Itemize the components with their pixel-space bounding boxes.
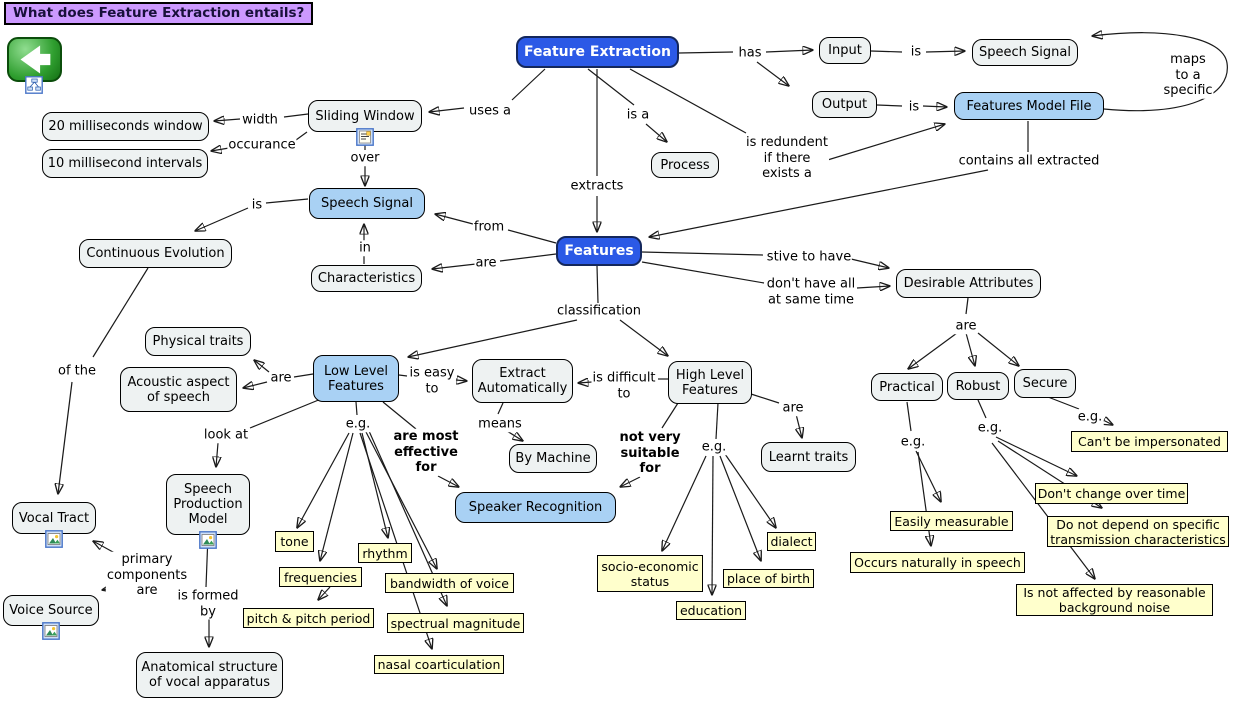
node-practical[interactable]: Practical (871, 373, 943, 401)
map-title: What does Feature Extraction entails? (4, 2, 314, 25)
link-label-from: from (472, 219, 506, 235)
node-pitch-pitch-period[interactable]: pitch & pitch period (243, 608, 374, 628)
node-continuous-evolution[interactable]: Continuous Evolution (79, 239, 232, 268)
link-label-extracts: extracts (569, 178, 625, 194)
node-characteristics[interactable]: Characteristics (311, 265, 422, 292)
node-speech-production-model[interactable]: Speech Production Model (166, 474, 250, 535)
node-tone[interactable]: tone (275, 531, 314, 552)
link-label-are-llf: are (269, 370, 293, 386)
link-label-is-output: is (907, 99, 921, 115)
node-extract-automatically[interactable]: Extract Automatically (472, 359, 573, 403)
node-learnt-traits[interactable]: Learnt traits (761, 442, 856, 472)
node-nasal-coarticulation[interactable]: nasal coarticulation (374, 655, 504, 674)
node-dialect[interactable]: dialect (767, 532, 816, 551)
node-spectrual-magnitude[interactable]: spectrual magnitude (387, 613, 524, 633)
link-label-eg-llf: e.g. (344, 416, 372, 432)
node-not-affected-noise[interactable]: Is not affected by reasonable background… (1016, 584, 1213, 616)
node-do-not-depend[interactable]: Do not depend on specific transmission c… (1047, 516, 1229, 547)
node-ms10[interactable]: 10 millisecond intervals (42, 149, 208, 178)
node-acoustic-aspect[interactable]: Acoustic aspect of speech (120, 367, 237, 412)
node-easily-measurable[interactable]: Easily measurable (890, 511, 1013, 531)
node-high-level-features[interactable]: High Level Features (668, 361, 752, 404)
image-icon[interactable] (199, 531, 217, 549)
link-label-has: has (737, 45, 763, 61)
link-label-not-very-suitable: not very suitable for (618, 429, 682, 477)
link-label-over: over (349, 150, 381, 166)
link-label-maps-to: maps to a specific (1162, 51, 1214, 99)
link-label-is-input: is (909, 44, 923, 60)
link-label-dont-have-all: don't have all at same time (765, 276, 857, 308)
node-secure[interactable]: Secure (1014, 369, 1076, 398)
link-label-is-left: is (250, 197, 264, 213)
link-label-eg-practical: e.g. (899, 434, 927, 450)
link-label-look-at: look at (202, 427, 250, 443)
back-arrow-icon (20, 45, 51, 74)
node-cant-be-impersonated[interactable]: Can't be impersonated (1071, 431, 1228, 452)
link-label-uses-a: uses a (468, 103, 512, 119)
concept-map-icon[interactable] (25, 76, 43, 94)
node-rhythm[interactable]: rhythm (358, 543, 412, 563)
link-label-in: in (358, 240, 372, 256)
node-robust[interactable]: Robust (947, 372, 1009, 400)
node-anatomical-structure[interactable]: Anatomical structure of vocal apparatus (136, 652, 283, 698)
link-label-is-formed-by: is formed by (176, 588, 240, 620)
node-desirable-attributes[interactable]: Desirable Attributes (896, 269, 1041, 298)
image-icon[interactable] (45, 530, 63, 548)
node-physical-traits[interactable]: Physical traits (145, 327, 251, 356)
link-label-are-hlf: are (781, 400, 805, 416)
link-label-is-difficult-to: is difficult to (591, 370, 657, 402)
link-label-width: width (241, 112, 279, 128)
link-label-eg-robust: e.g. (976, 420, 1004, 436)
node-output[interactable]: Output (812, 91, 877, 118)
link-label-primary-components: primary components are (105, 551, 189, 599)
node-frequencies[interactable]: frequencies (279, 567, 362, 587)
resource-icon[interactable] (356, 128, 374, 146)
node-features-model-file[interactable]: Features Model File (954, 92, 1104, 120)
link-label-eg-hlf: e.g. (700, 439, 728, 455)
node-socio-economic-status[interactable]: socio-economic status (597, 555, 703, 592)
node-speech-signal[interactable]: Speech Signal (309, 188, 425, 219)
link-label-are-most-effective: are most effective for (392, 428, 460, 476)
link-label-is-redundent: is redundent if there exists a (745, 134, 829, 182)
node-dont-change-over-time[interactable]: Don't change over time (1035, 483, 1188, 504)
link-label-classification: classification (555, 303, 643, 319)
link-label-stive-to-have: stive to have (765, 249, 853, 265)
node-speech-signal-top[interactable]: Speech Signal (972, 39, 1078, 66)
link-label-are-characteristics: are (474, 255, 498, 271)
node-by-machine[interactable]: By Machine (509, 444, 597, 473)
node-occurs-naturally[interactable]: Occurs naturally in speech (850, 552, 1025, 573)
link-label-are-desirable: are (954, 318, 978, 334)
node-features[interactable]: Features (556, 236, 642, 266)
node-speaker-recognition[interactable]: Speaker Recognition (455, 492, 616, 523)
image-icon[interactable] (42, 622, 60, 640)
node-low-level-features[interactable]: Low Level Features (313, 355, 399, 402)
link-label-means: means (477, 416, 523, 432)
node-voice-source[interactable]: Voice Source (3, 595, 99, 626)
link-label-is-easy-to: is easy to (408, 365, 456, 397)
link-label-of-the: of the (57, 363, 97, 379)
link-label-contains-all: contains all extracted (957, 153, 1101, 169)
node-input[interactable]: Input (819, 37, 871, 64)
node-education[interactable]: education (676, 601, 746, 620)
node-feature-extraction[interactable]: Feature Extraction (516, 36, 679, 68)
link-label-is-a: is a (625, 107, 651, 123)
node-sliding-window[interactable]: Sliding Window (308, 100, 422, 132)
node-ms20[interactable]: 20 milliseconds window (42, 112, 209, 141)
node-bandwidth-of-voice[interactable]: bandwidth of voice (385, 573, 514, 593)
node-process[interactable]: Process (651, 152, 719, 178)
link-label-eg-secure: e.g. (1076, 409, 1104, 425)
link-label-occurance: occurance (227, 137, 297, 153)
node-place-of-birth[interactable]: place of birth (723, 569, 814, 588)
